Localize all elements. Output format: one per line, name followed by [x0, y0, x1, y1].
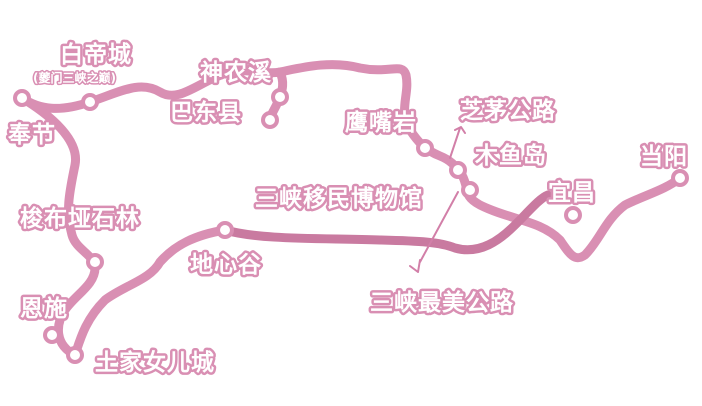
stop-baidicheng[interactable] [81, 93, 99, 111]
label-badong: 巴东县 [170, 99, 242, 126]
stop-muyudao[interactable] [449, 161, 467, 179]
stop-yichang[interactable] [564, 206, 582, 224]
label-baidicheng: 白帝城 [60, 41, 132, 68]
label-zhimao: 芝茅公路 [460, 97, 556, 124]
label-fengjie: 奉节 [7, 121, 56, 148]
stop-tujia[interactable] [66, 346, 84, 364]
label-tujia: 土家女儿城 [95, 349, 215, 376]
label-muyudao: 木鱼岛 [474, 142, 547, 169]
route-north [17, 60, 685, 263]
route-yichang-link [220, 190, 553, 255]
label-museum: 三峡移民博物馆 [255, 185, 423, 212]
stop-shennongxi[interactable] [271, 88, 289, 106]
stop-enshi[interactable] [43, 326, 61, 344]
arrow-to-zhimao [449, 126, 466, 159]
stop-dixingu[interactable] [216, 221, 234, 239]
label-dangyang: 当阳 [640, 144, 688, 170]
route-west [17, 93, 230, 360]
stop-suobuya[interactable] [86, 253, 104, 271]
stop-yingzuiyan[interactable] [416, 139, 434, 157]
label-suobuya: 梭布垭石林 [20, 205, 140, 232]
stop-fengjie[interactable] [13, 89, 31, 107]
stop-museum[interactable] [461, 181, 479, 199]
stop-badong[interactable] [261, 111, 279, 129]
stop-dangyang[interactable] [671, 169, 689, 187]
label-yichang: 宜昌 [548, 179, 596, 206]
label-dixingu: 地心谷 [190, 252, 262, 278]
label-yingzuiyan: 鹰嘴岩 [345, 109, 417, 136]
label-enshi: 恩施 [20, 295, 68, 322]
label-shennongxi: 神农溪 [200, 59, 272, 86]
arrow-to-zuimei [409, 191, 459, 273]
label-zuimei: 三峡最美公路 [370, 289, 514, 316]
label-baidicheng-note: (夔门三峡之巅) [33, 70, 116, 85]
